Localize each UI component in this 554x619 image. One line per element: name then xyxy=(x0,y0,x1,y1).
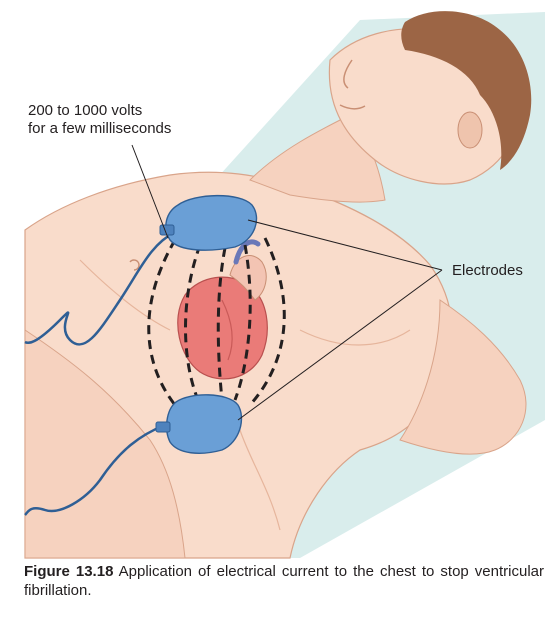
nipple-icon xyxy=(129,259,140,271)
figure-number: Figure 13.18 xyxy=(24,563,114,580)
heart-icon xyxy=(177,239,268,380)
electrodes-annotation: Electrodes xyxy=(452,262,523,279)
voltage-annotation-line2: for a few milliseconds xyxy=(28,120,172,137)
voltage-annotation: 200 to 1000 volts for a few milliseconds xyxy=(28,102,171,138)
arm-left xyxy=(24,329,186,559)
arm-right xyxy=(399,299,527,455)
current-field-lines xyxy=(147,237,286,406)
lower-electrode-pad-icon xyxy=(155,394,243,454)
caption-text: Application of electrical current to the… xyxy=(24,563,545,599)
upper-electrode-cable xyxy=(24,230,176,346)
pectoral-right xyxy=(299,329,411,346)
face-nose xyxy=(343,59,353,89)
defibrillation-illustration xyxy=(24,11,545,559)
ear xyxy=(457,111,483,149)
electrodes-leader-line-upper xyxy=(247,219,443,271)
lower-electrode-cable xyxy=(24,423,166,516)
figure-caption: Figure 13.18 Application of electrical c… xyxy=(24,562,544,600)
face-mouth xyxy=(339,104,366,110)
voltage-annotation-line1: 200 to 1000 volts xyxy=(28,102,143,119)
voltage-leader-line xyxy=(131,144,169,239)
electrodes-leader-line-lower xyxy=(237,269,443,421)
hair xyxy=(401,11,532,170)
upper-electrode-pad-icon xyxy=(159,194,258,251)
abdomen-line xyxy=(239,429,281,531)
pectoral-left xyxy=(79,259,171,331)
